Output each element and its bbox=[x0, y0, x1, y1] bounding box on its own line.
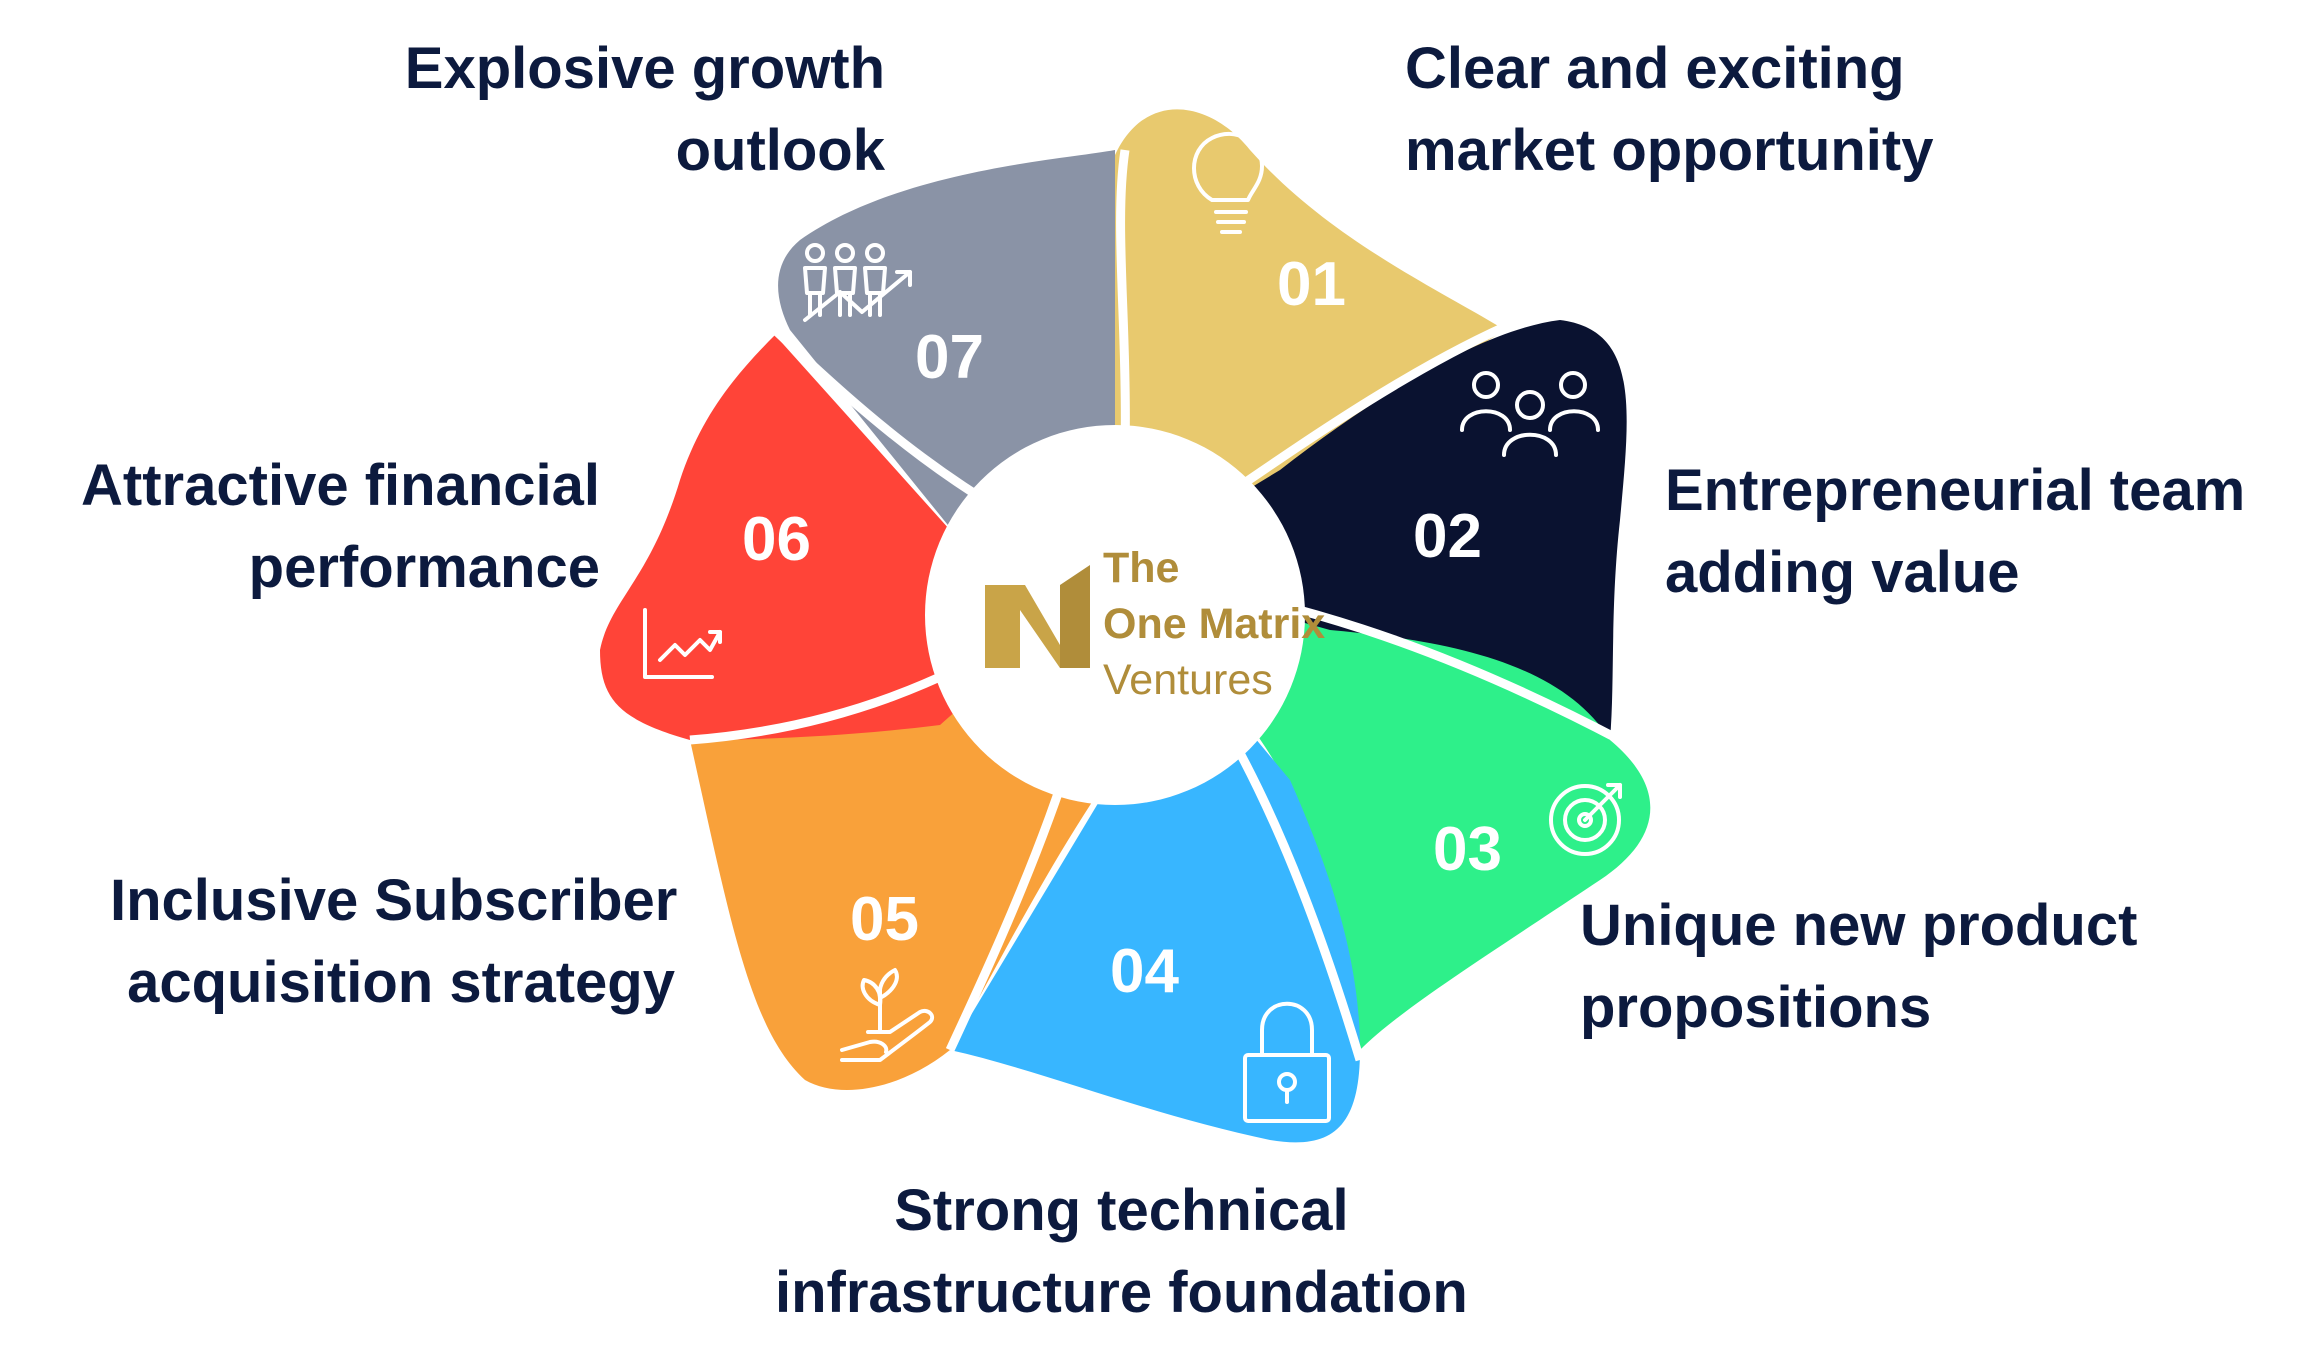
label-07-line1: Explosive growth bbox=[404, 36, 885, 101]
label-01-line2: market opportunity bbox=[1405, 118, 1934, 183]
label-06: Attractive financial performance bbox=[60, 445, 600, 609]
label-05-line1: Inclusive Subscriber bbox=[110, 868, 678, 933]
label-05-line2: acquisition strategy bbox=[127, 950, 675, 1015]
label-03-line1: Unique new product bbox=[1580, 893, 2138, 958]
number-01: 01 bbox=[1277, 250, 1346, 319]
logo-mark bbox=[985, 565, 1090, 668]
label-01: Clear and exciting market opportunity bbox=[1405, 28, 1934, 192]
number-07: 07 bbox=[915, 323, 984, 392]
center-circle bbox=[925, 425, 1305, 805]
logo-line3: Ventures bbox=[1103, 656, 1273, 704]
number-02: 02 bbox=[1413, 502, 1482, 571]
label-05: Inclusive Subscriber acquisition strateg… bbox=[110, 860, 678, 1024]
line-chart-icon bbox=[643, 608, 722, 679]
segment-04 bbox=[950, 570, 1360, 1143]
label-07: Explosive growth outlook bbox=[380, 28, 885, 192]
padlock-icon bbox=[1243, 1001, 1331, 1123]
label-04-line1: Strong technical bbox=[894, 1178, 1349, 1243]
logo-line2: One Matrix bbox=[1103, 600, 1325, 648]
number-05: 05 bbox=[850, 885, 919, 954]
label-07-line2: outlook bbox=[675, 118, 885, 183]
target-icon bbox=[1549, 783, 1622, 856]
number-06: 06 bbox=[742, 505, 811, 574]
lightbulb-icon bbox=[1192, 132, 1264, 234]
logo-line1: The bbox=[1103, 544, 1179, 592]
label-06-line2: performance bbox=[248, 535, 600, 600]
label-01-line1: Clear and exciting bbox=[1405, 36, 1905, 101]
label-03-line2: propositions bbox=[1580, 975, 1932, 1040]
people-growth-icon bbox=[803, 243, 912, 322]
number-04: 04 bbox=[1110, 937, 1179, 1006]
label-02: Entrepreneurial team adding value bbox=[1665, 450, 2245, 614]
label-02-line1: Entrepreneurial team bbox=[1665, 458, 2246, 523]
number-03: 03 bbox=[1433, 815, 1502, 884]
team-icon bbox=[1460, 371, 1600, 457]
plant-in-hand-icon bbox=[840, 968, 935, 1062]
segment-02 bbox=[1115, 320, 1627, 740]
label-04: Strong technical infrastructure foundati… bbox=[775, 1170, 1468, 1334]
label-06-line1: Attractive financial bbox=[81, 453, 600, 518]
label-02-line2: adding value bbox=[1665, 540, 2020, 605]
label-03: Unique new product propositions bbox=[1580, 885, 2137, 1049]
label-04-line2: infrastructure foundation bbox=[775, 1260, 1468, 1325]
